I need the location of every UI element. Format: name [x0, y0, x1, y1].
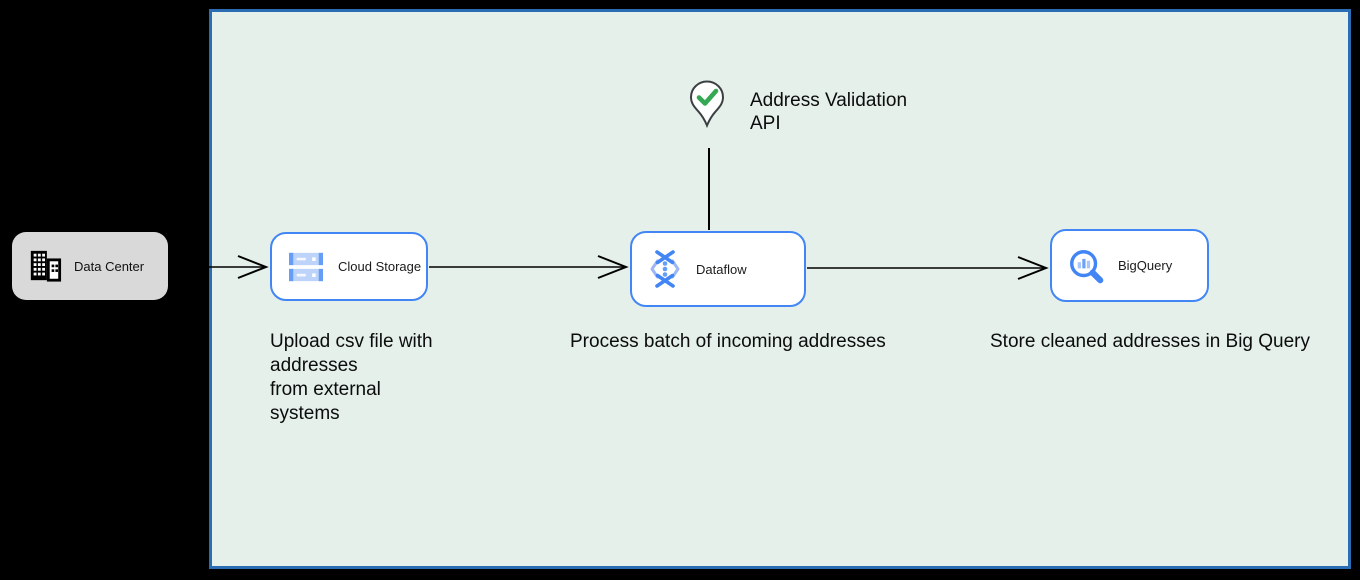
caption-upload-line4: systems [270, 403, 340, 424]
caption-process[interactable]: Process batch of incoming addresses [570, 331, 886, 352]
caption-upload-line2: addresses [270, 355, 358, 376]
map-pin-check-icon[interactable] [688, 80, 726, 133]
caption-upload[interactable]: Upload csv file with addresses from exte… [270, 330, 433, 426]
dataflow-icon [647, 249, 683, 289]
node-dataflow[interactable]: Dataflow [630, 231, 806, 307]
cloud-storage-icon [287, 250, 325, 284]
node-data-center-label: Data Center [74, 258, 145, 274]
api-callout-line1: Address Validation [750, 90, 908, 111]
node-cloud-storage-label: Cloud Storage [338, 259, 422, 274]
building-icon [28, 249, 62, 283]
node-bigquery[interactable]: BigQuery [1050, 229, 1209, 302]
api-callout-line2: API [750, 113, 781, 134]
caption-upload-line1: Upload csv file with [270, 331, 433, 352]
node-data-center[interactable]: Data Center [12, 232, 168, 300]
node-bigquery-label: BigQuery [1118, 258, 1173, 273]
node-cloud-storage[interactable]: Cloud Storage [270, 232, 428, 301]
api-callout-label[interactable]: Address Validation API [750, 89, 907, 135]
caption-store[interactable]: Store cleaned addresses in Big Query [990, 331, 1311, 352]
caption-upload-line3: from external [270, 379, 381, 400]
bigquery-icon [1067, 247, 1105, 285]
node-dataflow-label: Dataflow [696, 261, 747, 277]
